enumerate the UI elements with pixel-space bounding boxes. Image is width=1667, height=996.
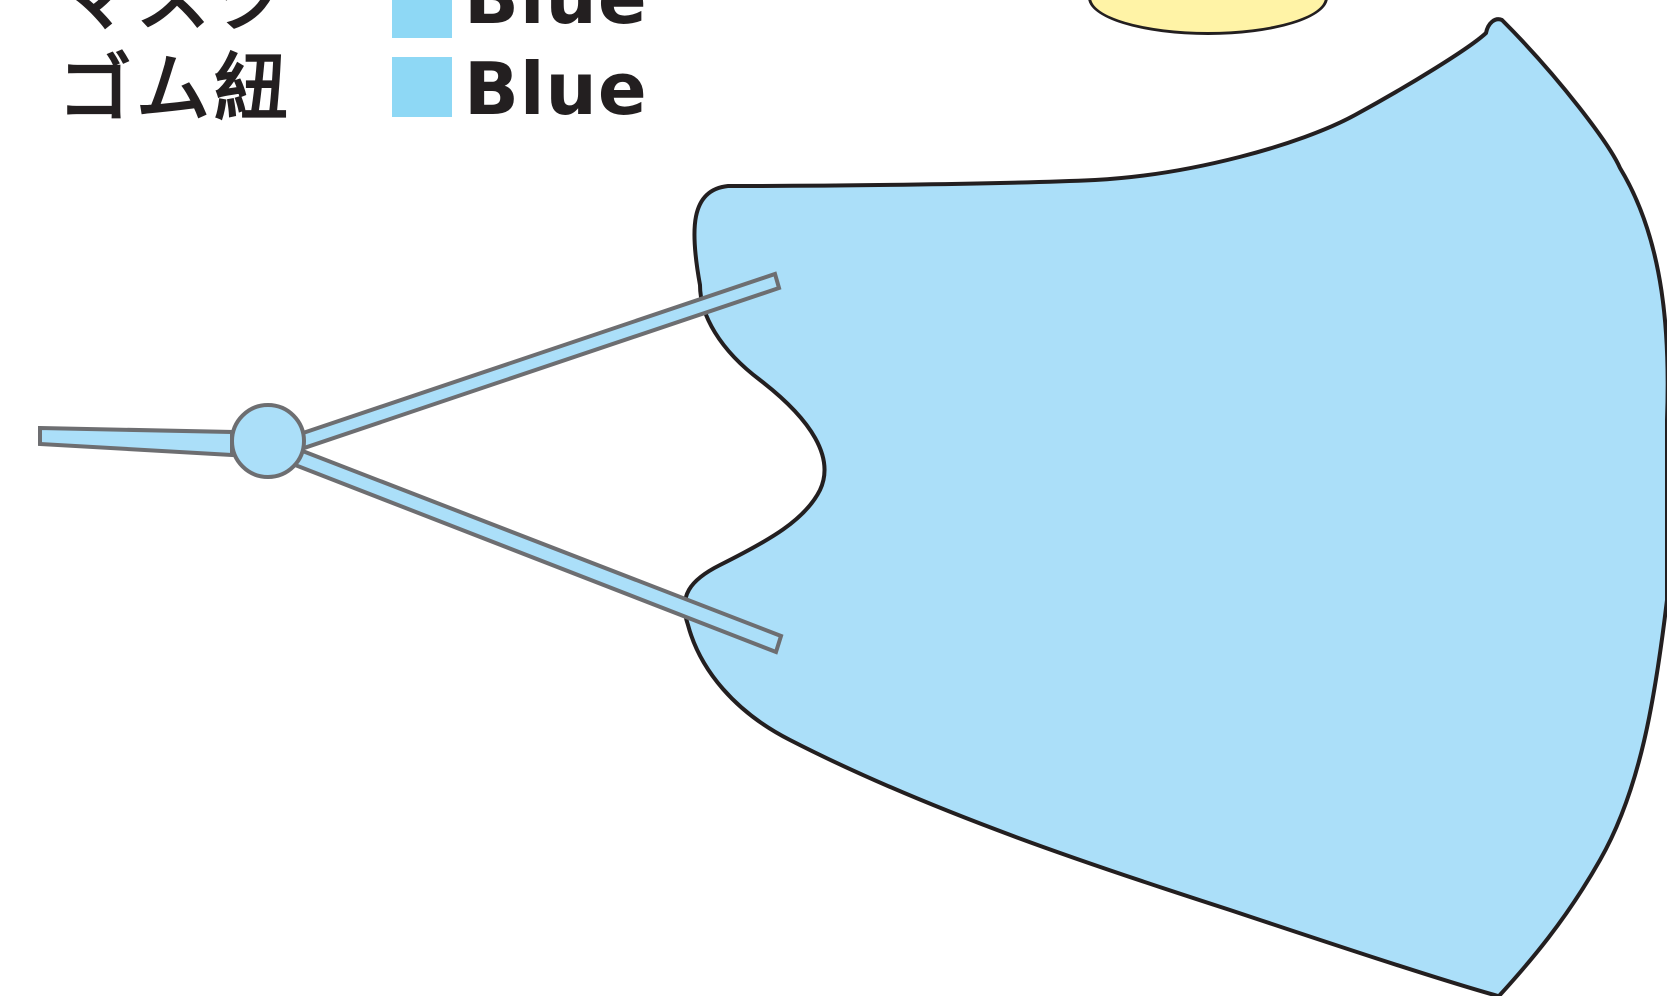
ear-loop-color-label: ゴム紐 (58, 46, 292, 132)
mask-color-label: マスク (58, 0, 292, 36)
front-side-badge-text: 表 面 (1133, 0, 1325, 1)
strap-adjuster (230, 403, 306, 479)
strap-tail (38, 425, 234, 458)
ear-loop-color-swatch (392, 57, 452, 117)
lower-strap (292, 447, 784, 655)
mask-body-shape (682, 17, 1667, 996)
upper-strap (297, 271, 782, 451)
mask-color-swatch (392, 0, 452, 38)
ear-loop-color-name: Blue (464, 47, 648, 131)
mask-color-name: Blue (464, 0, 648, 34)
